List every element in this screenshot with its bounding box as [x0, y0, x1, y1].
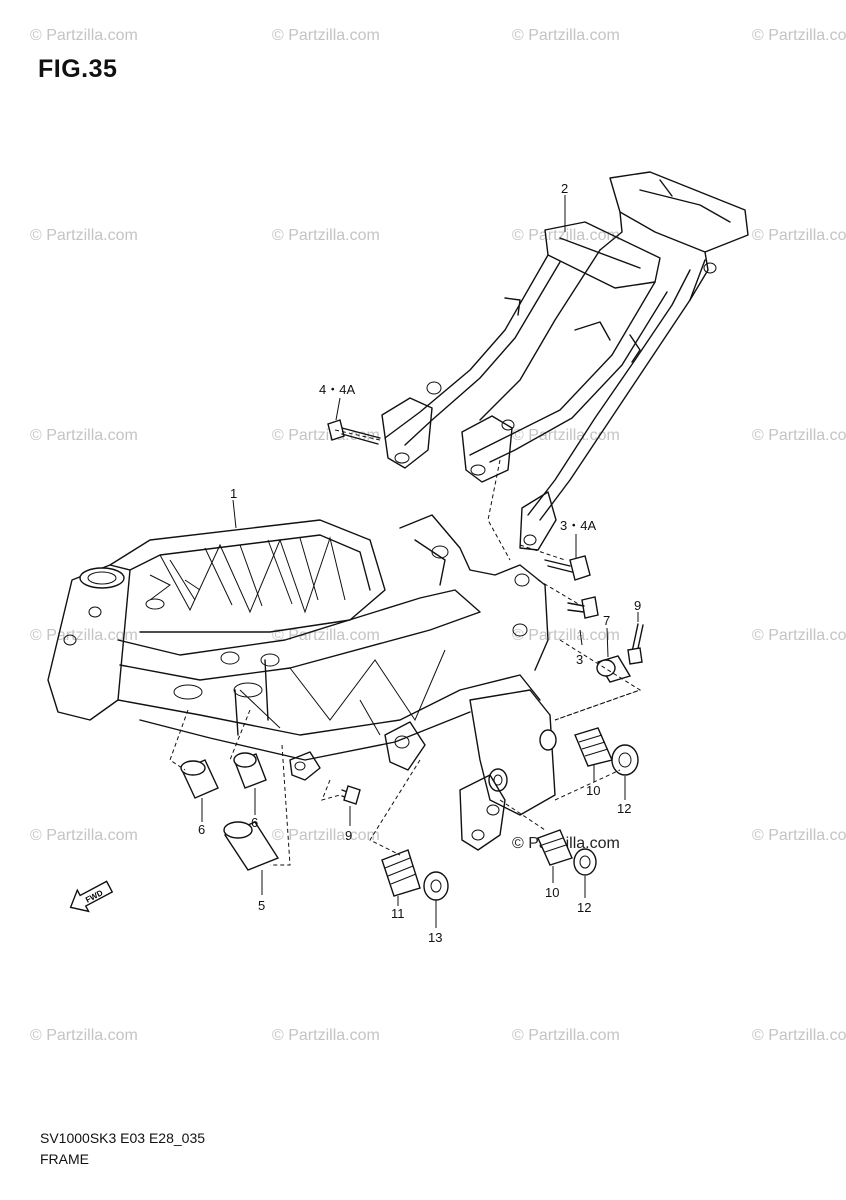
- callout-9: 9: [634, 598, 641, 613]
- callout-1: 1: [230, 486, 237, 501]
- main-frame-drawing: [47, 514, 557, 851]
- watermark: © Partzilla.com: [30, 427, 138, 444]
- callout-10: 10: [586, 783, 600, 798]
- watermark: © Partzilla.com: [30, 827, 138, 844]
- leader-lines: [169, 195, 642, 928]
- watermark: © Partzilla.com: [272, 227, 380, 244]
- watermark: © Partzilla.com: [752, 27, 846, 44]
- figure-title: FIG.35: [38, 55, 118, 83]
- watermark: © Partzilla.com: [512, 627, 620, 644]
- watermark: © Partzilla.com: [752, 227, 846, 244]
- model-code: SV1000SK3 E03 E28_035: [40, 1130, 206, 1146]
- watermark: © Partzilla.com: [30, 1027, 138, 1044]
- watermark: © Partzilla.com: [752, 827, 846, 844]
- callout-labels: 1 2 3 3・4A 4・4A 5 6 6 7 9 9 10 10 11 12 …: [198, 181, 641, 945]
- callout-7: 7: [603, 613, 610, 628]
- watermark: © Partzilla.com: [752, 627, 846, 644]
- seat-rail-drawing: [381, 171, 749, 551]
- arrow-shape: [69, 880, 114, 913]
- hardware-parts: [180, 419, 644, 901]
- callout-4-4a: 4・4A: [319, 382, 355, 397]
- watermark: © Partzilla.com: [272, 27, 380, 44]
- fwd-arrow: FWD: [69, 880, 114, 913]
- watermark: © Partzilla.com: [30, 27, 138, 44]
- callout-6: 6: [251, 815, 258, 830]
- callout-13: 13: [428, 930, 442, 945]
- watermark: © Partzilla.com: [512, 227, 620, 244]
- watermark: © Partzilla.com: [512, 27, 620, 44]
- callout-3-4a: 3・4A: [560, 518, 596, 533]
- callout-2: 2: [561, 181, 568, 196]
- watermark: © Partzilla.com: [30, 227, 138, 244]
- callout-12: 12: [617, 801, 631, 816]
- watermark: © Partzilla.com: [752, 427, 846, 444]
- watermark: © Partzilla.com: [512, 1027, 620, 1044]
- callout-10: 10: [545, 885, 559, 900]
- callout-9: 9: [345, 828, 352, 843]
- callout-5: 5: [258, 898, 265, 913]
- watermark-layer: © Partzilla.com © Partzilla.com © Partzi…: [30, 27, 846, 1044]
- watermark: © Partzilla.com: [272, 427, 380, 444]
- watermark: © Partzilla.com: [272, 827, 380, 844]
- callout-12: 12: [577, 900, 591, 915]
- watermark: © Partzilla.com: [272, 1027, 380, 1044]
- callout-6: 6: [198, 822, 205, 837]
- callout-11: 11: [391, 906, 405, 921]
- watermark: © Partzilla.com: [272, 627, 380, 644]
- watermark: © Partzilla.com: [752, 1027, 846, 1044]
- figure-name: FRAME: [40, 1151, 89, 1167]
- callout-3: 3: [576, 652, 583, 667]
- watermark: © Partzilla.com: [512, 427, 620, 444]
